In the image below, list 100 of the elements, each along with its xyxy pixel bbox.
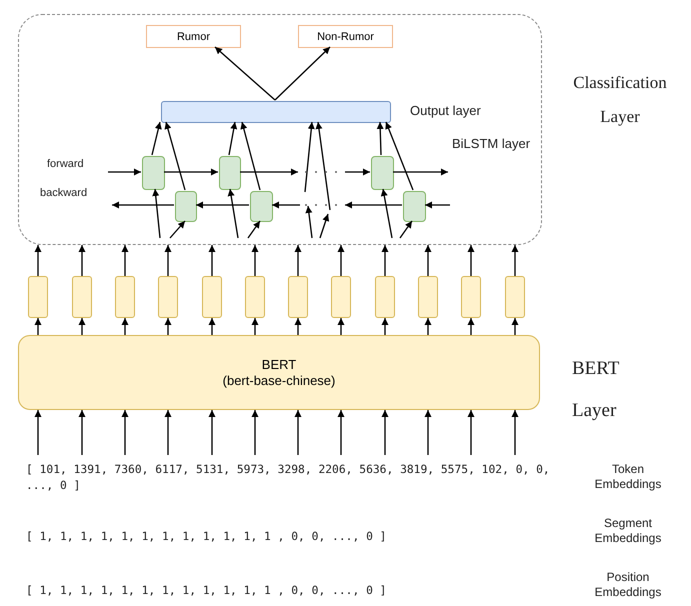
- arrow: [208, 410, 216, 455]
- node-title: Rumor: [176, 30, 210, 42]
- lstm-cell: [403, 191, 426, 222]
- arrow: [512, 318, 518, 335]
- embedding-vector: [505, 276, 525, 318]
- arrow: [208, 318, 216, 335]
- arrow: [240, 122, 261, 190]
- arrow: [338, 318, 344, 335]
- arrow: [151, 122, 162, 156]
- node-title: BERT: [262, 356, 296, 372]
- row-label: Token Embeddings: [594, 462, 662, 492]
- embedding-vector: [28, 276, 48, 318]
- arrow: [274, 46, 330, 100]
- arrow: [294, 318, 302, 335]
- node-title: Non-Rumor: [317, 30, 374, 42]
- arrow: [122, 410, 128, 455]
- bert-box: [18, 335, 540, 410]
- arrow: [122, 318, 128, 335]
- arrow: [214, 46, 276, 100]
- arrow: [512, 245, 518, 276]
- class-box: [298, 25, 393, 48]
- arrow: [247, 220, 261, 238]
- arrow: [315, 122, 331, 210]
- layer-label: BiLSTM layer: [452, 136, 532, 151]
- arrow: [382, 410, 388, 455]
- direction-label: backward: [40, 187, 88, 199]
- arrow: [272, 202, 300, 208]
- arrow: [424, 318, 432, 335]
- lstm-cell: [371, 156, 394, 190]
- arrow: [78, 245, 86, 276]
- arrow: [468, 318, 474, 335]
- arrow: [338, 245, 344, 276]
- arrow: [376, 122, 384, 156]
- arrow: [208, 245, 216, 276]
- embedding-vector: [461, 276, 481, 318]
- node-subtitle: (bert-base-chinese): [222, 372, 336, 388]
- layer-label: Output layer: [410, 103, 481, 118]
- lstm-cell: [175, 191, 197, 222]
- arrow: [294, 410, 302, 455]
- arrow: [228, 188, 239, 238]
- position-sequence: [ 1, 1, 1, 1, 1, 1, 1, 1, 1, 1, 1, 1 , 0, 0, ..., 0 ]: [26, 584, 388, 597]
- embedding-vector: [331, 276, 351, 318]
- arrow: [78, 410, 86, 455]
- embedding-vector: [375, 276, 395, 318]
- arrow: [228, 122, 238, 156]
- arrow: [122, 245, 128, 276]
- arrow: [152, 188, 161, 238]
- arrow: [108, 168, 141, 176]
- arrow: [34, 318, 42, 335]
- arrow: [385, 122, 414, 190]
- lstm-cell: [250, 191, 273, 222]
- arrow: [252, 245, 258, 276]
- segment-sequence: [ 1, 1, 1, 1, 1, 1, 1, 1, 1, 1, 1, 1 , 0, 0, ..., 0 ]: [26, 530, 388, 543]
- arrow: [164, 410, 172, 455]
- arrow: [34, 245, 42, 276]
- arrow: [512, 410, 518, 455]
- arrow: [304, 122, 315, 192]
- embedding-vector: [202, 276, 222, 318]
- row-label: Position Embeddings: [594, 570, 662, 600]
- arrow: [468, 410, 474, 455]
- embedding-vector: [418, 276, 438, 318]
- embedding-vector: [72, 276, 92, 318]
- arrow: [382, 318, 388, 335]
- class-box: [146, 25, 241, 48]
- arrow: [78, 318, 86, 335]
- embedding-vector: [115, 276, 135, 318]
- arrow: [399, 220, 413, 238]
- output-layer-bar: [161, 101, 391, 123]
- arrow: [34, 410, 42, 455]
- arrow: [382, 245, 388, 276]
- arrow: [424, 410, 432, 455]
- layer-label: BERT Layer: [572, 357, 620, 423]
- layer-label: Classification Layer: [572, 72, 668, 128]
- arrow: [424, 245, 432, 276]
- arrow: [196, 202, 249, 208]
- classification-panel: [18, 14, 542, 245]
- arrow: [164, 318, 172, 335]
- direction-label: forward: [47, 158, 85, 170]
- arrow: [170, 220, 186, 238]
- token-sequence: [ 101, 1391, 7360, 6117, 5131, 5973, 3298, 2206, 5636, 3819, 5575, 102, 0, 0, ..., 0 ]: [26, 462, 551, 494]
- arrow: [164, 245, 172, 276]
- arrow: [112, 202, 174, 208]
- embedding-vector: [288, 276, 308, 318]
- arrow: [294, 245, 302, 276]
- arrow: [252, 318, 258, 335]
- arrow: [338, 410, 344, 455]
- arrow: [164, 168, 218, 176]
- lstm-cell: [219, 156, 241, 190]
- arrow: [425, 202, 450, 208]
- arrow: [393, 168, 448, 176]
- lstm-cell: [142, 156, 165, 190]
- arrow: [345, 202, 402, 208]
- embedding-vector: [245, 276, 265, 318]
- arrow: [380, 188, 393, 238]
- embedding-vector: [158, 276, 178, 318]
- row-label: Segment Embeddings: [594, 516, 662, 546]
- arrow: [252, 410, 258, 455]
- arrow: [468, 245, 474, 276]
- arrow: [240, 168, 298, 176]
- arrow: [345, 168, 370, 176]
